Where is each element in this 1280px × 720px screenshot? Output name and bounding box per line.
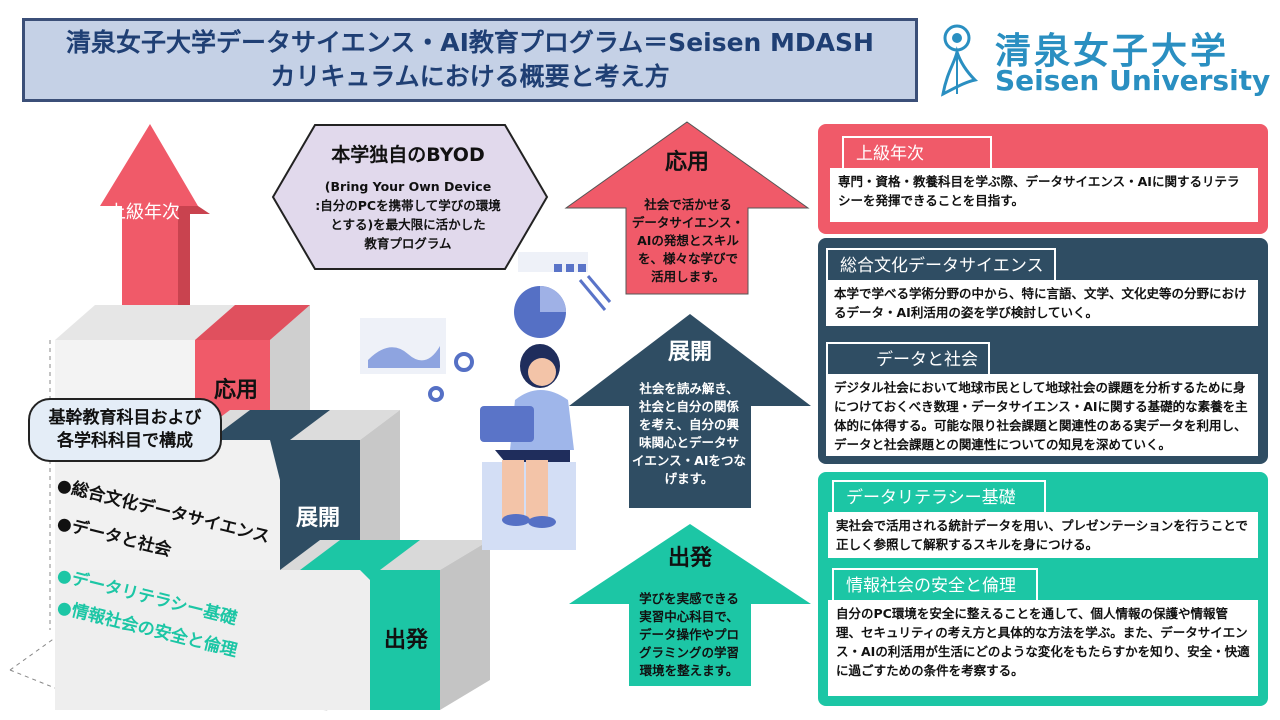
arrow-line: データサイエンス・ [631,215,745,230]
step-apply-label: 応用 [214,378,259,403]
apply-arrow-shape [564,121,810,295]
title-line-2: カリキュラムにおける概要と考え方 [270,62,670,91]
ethics-panel-text: 自分のPC環境を安全に整えることを通して、個人情報の保護や情報管理、セキュリティ… [828,600,1258,696]
laptop-icon [480,406,534,442]
start-arrow-title: 出発 [667,546,712,571]
arrow-line: 社会と自分の関係 [638,399,739,414]
step-start-label: 出発 [384,628,429,653]
stairs-graphic [9,124,490,711]
society-panel-tag: データと社会 [826,342,990,374]
arrow-line: 学びを実感できる [639,591,739,606]
develop-arrow-shape [569,314,811,508]
stair-side-face [270,305,310,440]
stair-side-face [440,540,490,710]
ethics-panel-tag: 情報社会の安全と倫理 [832,568,1038,600]
header-title-box: 清泉女子大学データサイエンス・AI教育プログラム＝Seisen MDASH カリ… [22,18,918,102]
step-start-upper [360,570,440,580]
senior-panel-text: 専門・資格・教養科目を学ぶ際、データサイエンス・AIに関するリテラシーを発揮でき… [830,168,1258,222]
university-logo: 清泉女子大学 Seisen University [935,22,1270,100]
floor-line [9,619,81,671]
arrow-line: グラミングの学習 [638,645,739,660]
arrow-line: 環境を整えます。 [639,663,739,678]
arrow-line: 活用します。 [651,269,725,284]
arrow-line: 社会で活かせる [644,197,732,212]
arrow-line: げます。 [664,471,714,486]
course-composition-bubble: 基幹教育科目および 各学科科目で構成 [28,398,222,462]
byod-hexagon [271,124,549,270]
start-arrow-shape [569,524,811,686]
byod-line-1: (Bring Your Own Device [324,179,492,194]
step-apply-top [195,305,310,340]
university-crest-icon [940,24,979,97]
stair-side-face [360,410,400,570]
culture-panel-text: 本学で学べる学術分野の中から、特に言語、文学、文化史等の分野におけるデータ・AI… [826,280,1258,326]
byod-line-2: :自分のPCを携帯して学びの環境 [315,198,501,213]
person-with-laptop-illustration [360,252,612,550]
step-develop-label: 展開 [296,506,341,531]
society-panel-text: デジタル社会において地球市民として地球社会の課題を分析するために身につけておくべ… [826,374,1258,456]
step-start-face [370,580,440,710]
bubble-line-1: 基幹教育科目および [48,408,202,428]
senior-arrow-label: 上級年次 [108,202,180,223]
apply-arrow-body: 社会で活かせる データサイエンス・ AIの発想とスキル を、様々な学びで 活用し… [626,196,750,286]
develop-arrow-body: 社会を読み解き、 社会と自分の関係 を考え、自分の興 味関心とデータサ イエンス… [626,380,752,488]
byod-title: 本学独自のBYOD [331,144,485,166]
bubble-line-2: 各学科科目で構成 [57,431,193,451]
title-line-1: 清泉女子大学データサイエンス・AI教育プログラム＝Seisen MDASH [66,28,874,57]
logo-name-en: Seisen University [995,64,1271,97]
byod-line-3: とする)を最大限に活かした [330,217,486,232]
arrow-line: AIの発想とスキル [637,233,739,248]
logo-name-ja: 清泉女子大学 [995,31,1230,72]
senior-panel-tag: 上級年次 [842,136,992,168]
byod-line-4: 教育プログラム [364,236,452,251]
arrow-line: イエンス・AIをつな [632,453,746,468]
byod-text: 本学独自のBYOD (Bring Your Own Device :自分のPCを… [288,140,528,253]
arrow-line: 味関心とデータサ [638,435,739,450]
step-start-top [300,540,420,570]
arrow-line: を、様々な学びで [637,251,738,266]
develop-panel: 総合文化データサイエンス 本学で学べる学術分野の中から、特に言語、文学、文化史等… [818,238,1268,464]
literacy-panel-tag: データリテラシー基礎 [832,480,1046,512]
apply-arrow-title: 応用 [664,150,709,175]
develop-arrow-title: 展開 [667,340,712,365]
arrow-line: データ操作やプロ [638,627,739,642]
start-arrow-body: 学びを実感できる 実習中心科目で、 データ操作やプロ グラミングの学習 環境を整… [626,590,752,680]
start-panel: データリテラシー基礎 実社会で活用される統計データを用い、プレゼンテーションを行… [818,472,1268,706]
arrow-line: 社会を読み解き、 [639,381,739,396]
step-develop-upper [270,440,360,480]
arrow-line: 実習中心科目で、 [639,609,739,624]
senior-panel: 上級年次 専門・資格・教養科目を学ぶ際、データサイエンス・AIに関するリテラシー… [818,124,1268,234]
arrow-line: を考え、自分の興 [638,417,739,432]
step-develop-top [210,410,330,440]
culture-panel-tag: 総合文化データサイエンス [826,248,1056,280]
stair-front-face [55,570,440,710]
literacy-panel-text: 実社会で活用される統計データを用い、プレゼンテーションを行うことで正しく参照して… [828,512,1258,558]
